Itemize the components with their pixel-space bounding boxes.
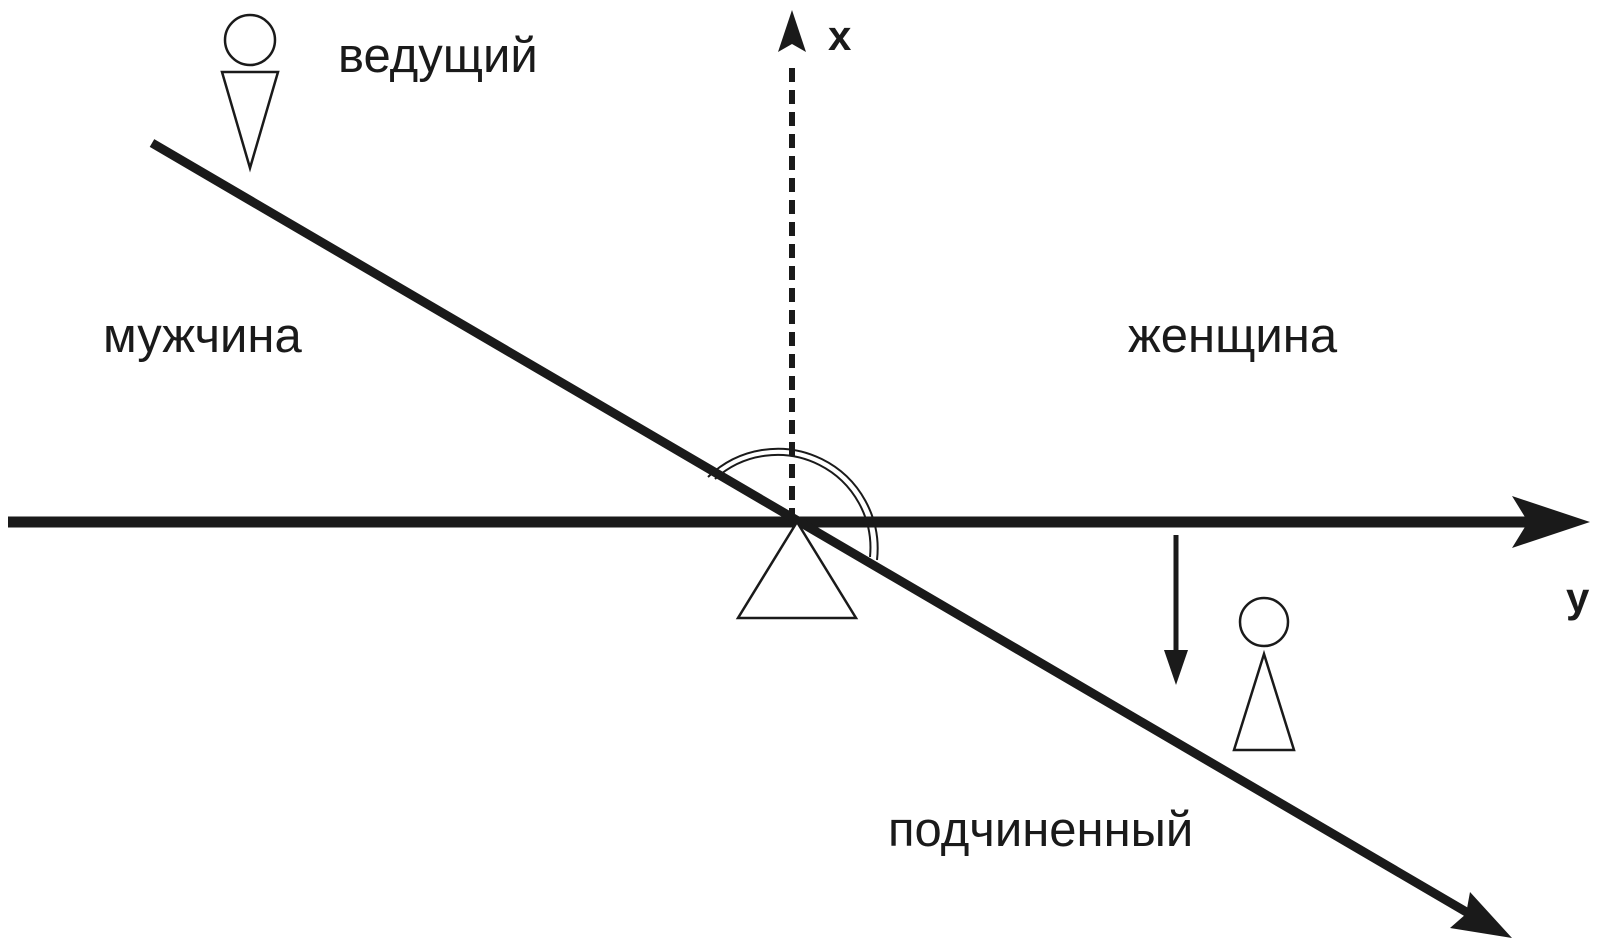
y-axis-label: y: [1566, 574, 1590, 621]
x-axis: [778, 10, 806, 522]
seesaw-beam: [149, 139, 1512, 938]
leader-label: ведущий: [338, 29, 538, 83]
y-axis: [8, 496, 1590, 548]
woman-label: женщина: [1128, 309, 1338, 363]
down-arrow: [1164, 535, 1188, 685]
leader-person-icon: [220, 13, 280, 173]
x-axis-label: x: [828, 12, 852, 59]
angle-arc: [707, 447, 879, 561]
man-label: мужчина: [103, 309, 302, 363]
fulcrum-triangle: [735, 519, 859, 620]
subordinate-label: подчиненный: [888, 803, 1193, 857]
subordinate-person-icon: [1232, 596, 1296, 752]
